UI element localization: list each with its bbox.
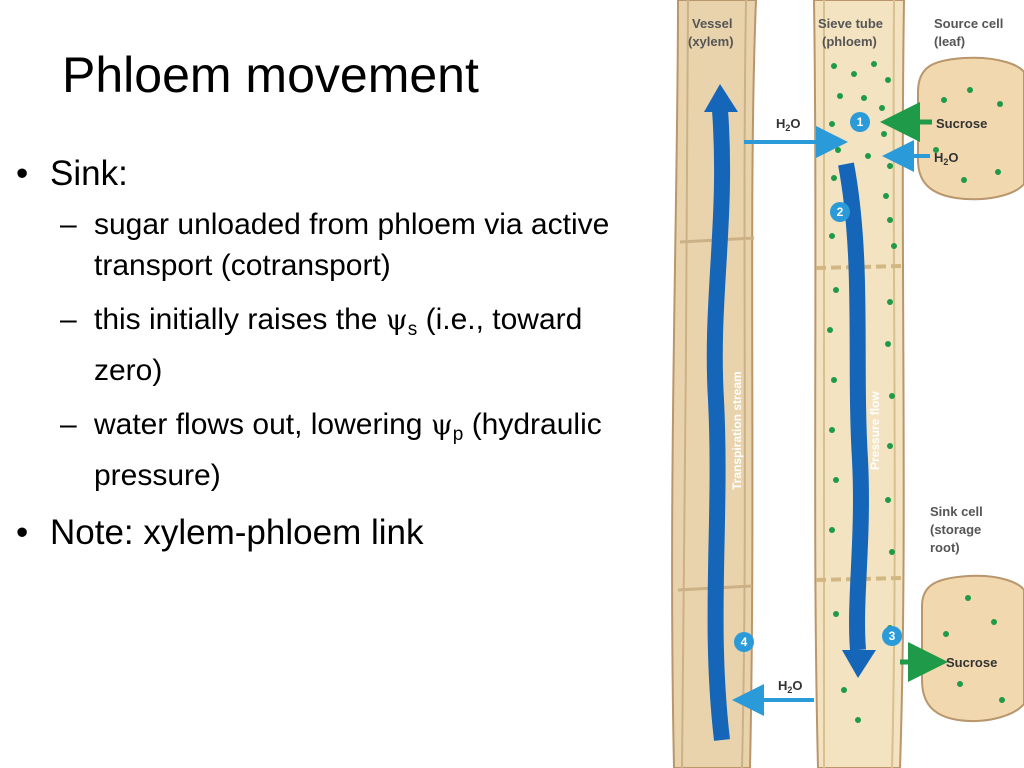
sub-bullet-solute-potential: – this initially raises the ψs (i.e., to… [12,299,652,391]
bullet-dot: • [16,154,29,193]
transpiration-stream-label: Transpiration stream [730,371,744,490]
transpiration-arrowhead [704,84,738,112]
sub-bullet-text-pre: this initially raises the [94,303,386,336]
svg-text:4: 4 [741,635,748,649]
source-cell [917,56,1024,201]
sub-bullet-dash: – [60,303,77,336]
sub-bullet-text-pre: water flows out, lowering [94,408,431,441]
sink-label-line3: root) [930,540,960,555]
svg-text:3: 3 [889,629,896,643]
bullet-note-text: Note: xylem-phloem link [50,513,424,552]
source-label-line1: Source cell [934,16,1003,31]
svg-text:2: 2 [837,205,844,219]
pressure-flow-label: Pressure flow [868,391,882,470]
svg-text:1: 1 [857,115,864,129]
sieve-label-line2: (phloem) [822,34,877,49]
sucrose-label-top: Sucrose [936,116,987,131]
sieve-tube-wall [822,0,826,768]
bullet-dot: • [16,513,29,552]
step-4-icon: 4 [734,632,754,652]
h2o-label-source: H2O [934,150,959,167]
sub-bullet-dash: – [60,208,77,241]
sink-label-line1: Sink cell [930,504,983,519]
sub-bullet-dash: – [60,408,77,441]
sub-bullet-text-post: (i.e., toward zero) [94,303,583,387]
bullet-list: • Sink: – sugar unloaded from phloem via… [12,150,652,563]
phloem-diagram-svg: Transpiration stream Pressure flow 1 2 3… [671,0,1024,768]
xylem-inner-wall [741,0,747,768]
psi-symbol: ψ [385,303,408,336]
sink-cell [921,574,1024,722]
bullet-sink-text: Sink: [50,154,128,193]
h2o-label-xylem-to-phloem: H2O [776,116,801,133]
bullet-note: • Note: xylem-phloem link [12,509,652,557]
step-1-icon: 1 [850,112,870,132]
sieve-label-line1: Sieve tube [818,16,883,31]
pressure-flow-arrowhead [842,650,876,678]
slide-title: Phloem movement [62,47,479,103]
pressure-flow-arrow [838,162,869,651]
psi-subscript: s [407,319,418,340]
psi-symbol: ψ [430,408,453,441]
sub-bullet-text-post: (hydraulic pressure) [94,408,602,492]
sub-bullet-pressure: – water flows out, lowering ψp (hydrauli… [12,404,652,496]
phloem-diagram: Transpiration stream Pressure flow 1 2 3… [664,0,1024,768]
vessel-label-line1: Vessel [692,16,733,31]
psi-subscript: p [452,424,464,445]
slide-text-area: Phloem movement • Sink: – sugar unloaded… [12,47,652,563]
bullet-sink: • Sink: [12,150,652,198]
xylem-inner-wall [681,0,689,768]
sink-label-line2: (storage [930,522,981,537]
vessel-label-line2: (xylem) [688,34,734,49]
sub-bullet-unloading: – sugar unloaded from phloem via active … [12,204,652,286]
step-3-icon: 3 [882,626,902,646]
sub-bullet-unloading-text: sugar unloaded from phloem via active tr… [94,208,610,282]
sucrose-label-bottom: Sucrose [946,655,997,670]
h2o-label-exit: H2O [778,678,803,695]
source-label-line2: (leaf) [934,34,965,49]
step-2-icon: 2 [830,202,850,222]
transpiration-stream-arrow [706,109,731,741]
